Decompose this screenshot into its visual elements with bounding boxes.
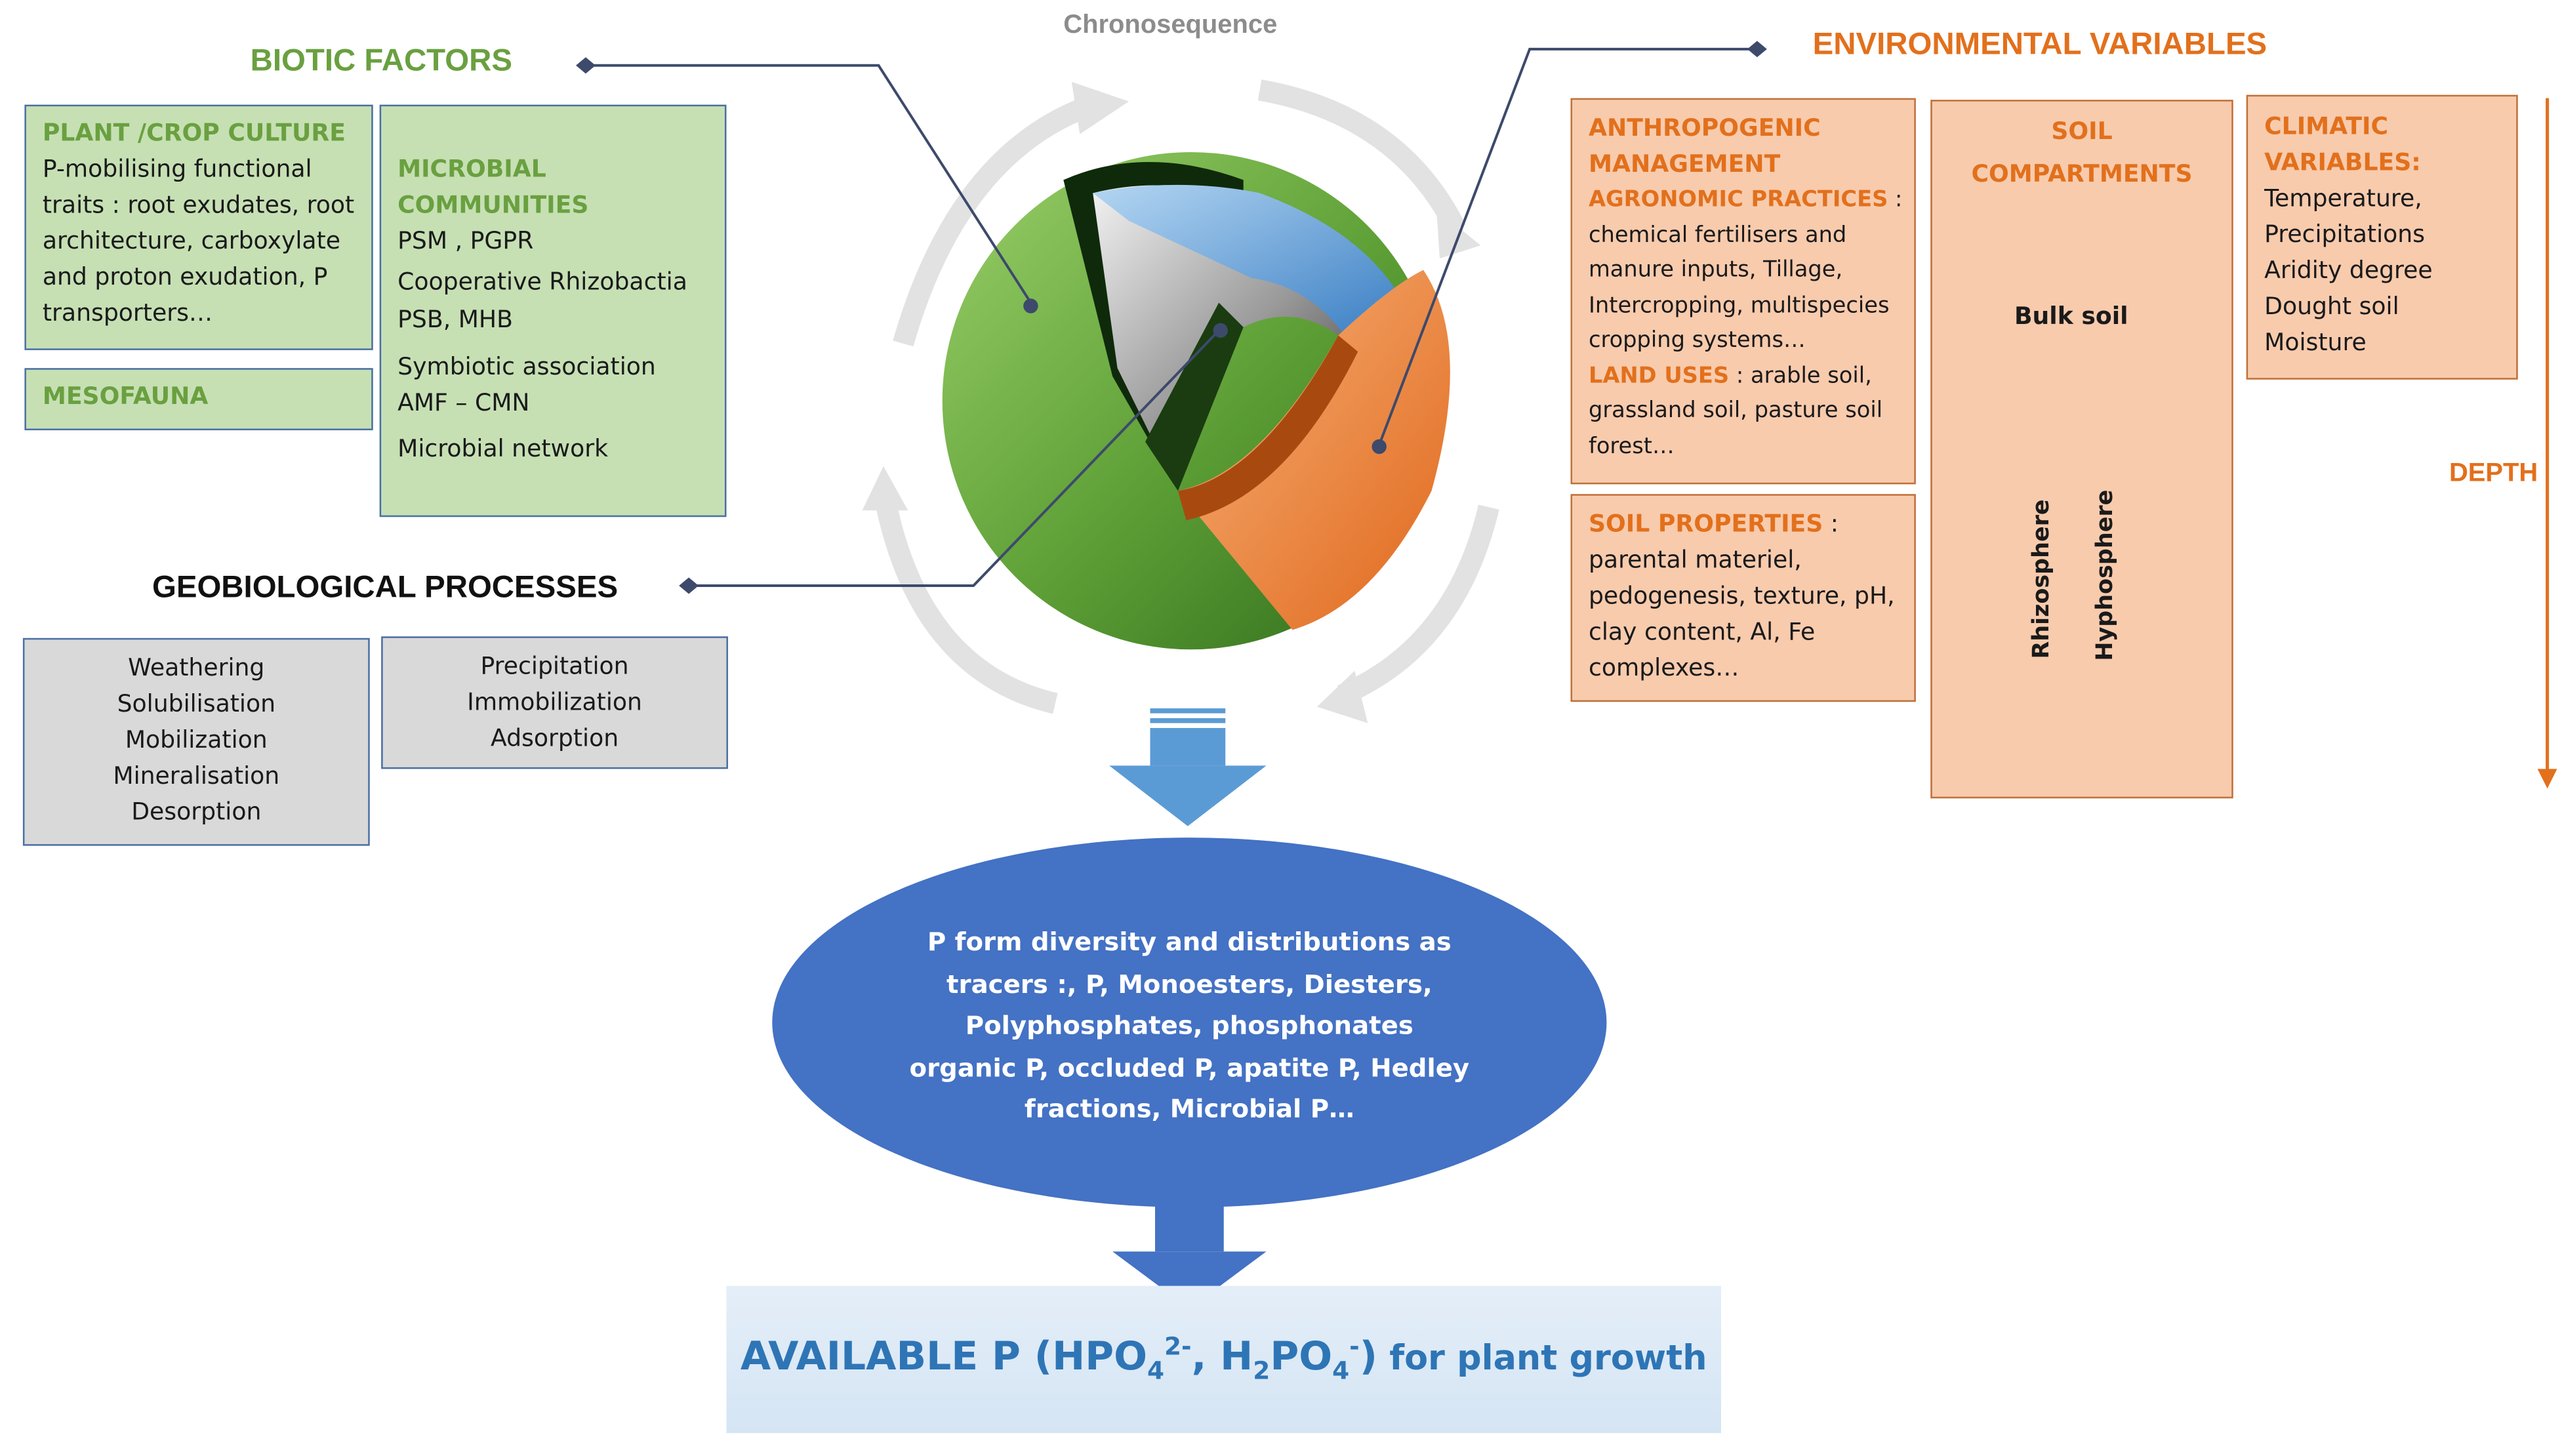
plant-line: P-mobilising functional [42, 157, 312, 184]
microbial-line: Microbial network [397, 437, 609, 463]
geo-process-item: Mineralisation [113, 763, 280, 790]
bulk-soil-label: Bulk soil [2014, 304, 2128, 331]
p-forms-line: tracers :, P, Monoesters, Diesters, [946, 969, 1433, 999]
climatic-line: Moisture [2264, 330, 2367, 357]
soil-properties-box: SOIL PROPERTIES : parental materiel, ped… [1570, 494, 1916, 702]
land-uses-line: forest… [1588, 432, 1675, 459]
agronomic-line: Intercropping, multispecies [1588, 292, 1890, 319]
soil-compartments-heading-2: COMPARTMENTS [1971, 161, 2193, 188]
depth-arrow [2537, 98, 2557, 789]
rhizosphere-label: Rhizosphere [2028, 499, 2055, 659]
sphere [942, 152, 1450, 650]
anthropogenic-heading: ANTHROPOGENIC [1588, 116, 1821, 143]
plant-line: architecture, carboxylate [42, 229, 341, 256]
connectors [584, 47, 1756, 587]
available-p-text: AVAILABLE P (HPO42-, H2PO4-) for plant g… [740, 1331, 1707, 1386]
climatic-line: Precipitations [2264, 222, 2426, 249]
microbial-heading: COMMUNITIES [397, 193, 589, 220]
soil-compartments-heading-1: SOIL [2051, 119, 2113, 146]
soil-compartments-heading: SOIL COMPARTMENTS [1930, 111, 2233, 197]
hyphosphere-label: Hyphosphere [2092, 489, 2119, 661]
land-uses-label: LAND USES [1588, 362, 1730, 389]
biotic-factors-title: BIOTIC FACTORS [250, 44, 512, 79]
geo-process-item: Adsorption [490, 726, 619, 753]
plant-line: and proton exudation, P [42, 265, 328, 292]
depth-label: DEPTH [2449, 459, 2538, 488]
down-arrow-bottom [1112, 1202, 1267, 1309]
plant-line: traits : root exudates, root [42, 193, 355, 220]
microbial-line: Cooperative Rhizobactia [397, 270, 687, 296]
soil-compartments-box [1930, 100, 2233, 799]
geobiological-processes-title: GEOBIOLOGICAL PROCESSES [152, 571, 619, 605]
plant-line: transporters… [42, 300, 213, 327]
land-uses-first: : arable soil, [1729, 362, 1872, 389]
geo-process-item: Desorption [131, 799, 262, 826]
down-arrow-top [1109, 708, 1267, 826]
p-forms-ellipse [772, 838, 1607, 1207]
microbial-line: AMF – CMN [397, 391, 530, 418]
chronosequence-label: Chronosequence [1063, 11, 1278, 39]
geo-process-item: Weathering [128, 656, 265, 683]
microbial-line: PSB, MHB [397, 307, 513, 334]
microbial-line: Symbiotic association [397, 355, 656, 382]
soil-property-line: pedogenesis, texture, pH, [1588, 584, 1895, 611]
geo-process-item: Immobilization [467, 690, 642, 717]
agronomic-practices-label: AGRONOMIC PRACTICES [1588, 186, 1888, 213]
soil-properties-label: SOIL PROPERTIES [1588, 512, 1823, 538]
p-forms-line: fractions, Microbial P… [1024, 1094, 1354, 1124]
microbial-line: PSM , PGPR [397, 229, 534, 256]
climatic-line: Dought soil [2264, 294, 2399, 321]
p-forms-line: Polyphosphates, phosphonates [965, 1011, 1413, 1041]
agronomic-line: cropping systems… [1588, 327, 1806, 354]
soil-property-line: complexes… [1588, 656, 1739, 683]
plant-crop-heading: PLANT /CROP CULTURE [42, 121, 346, 148]
climatic-variables-box: CLIMATIC VARIABLES: Temperature, Precipi… [2246, 94, 2518, 380]
microbial-communities-box: MICROBIAL COMMUNITIES PSM , PGPR Coopera… [379, 104, 727, 517]
agronomic-line: chemical fertilisers and [1588, 221, 1847, 248]
plant-crop-box: PLANT /CROP CULTURE P-mobilising functio… [24, 104, 373, 350]
microbial-heading: MICROBIAL [397, 157, 546, 184]
climatic-line: Temperature, [2264, 186, 2422, 213]
available-p-box [726, 1285, 1722, 1434]
agronomic-line: manure inputs, Tillage, [1588, 256, 1843, 283]
geo-processes-right-box: Precipitation Immobilization Adsorption [381, 636, 728, 769]
p-forms-line: P form diversity and distributions as [927, 927, 1452, 958]
climatic-heading: VARIABLES: [2264, 150, 2421, 177]
environmental-variables-title: ENVIRONMENTAL VARIABLES [1812, 28, 2267, 62]
mesofauna-label: MESOFAUNA [42, 384, 209, 411]
geo-process-item: Precipitation [480, 654, 629, 681]
land-uses-line: grassland soil, pasture soil [1588, 397, 1883, 424]
geo-processes-left-box: Weathering Solubilisation Mobilization M… [22, 637, 370, 846]
soil-properties-colon: : [1823, 512, 1839, 538]
climatic-line: Aridity degree [2264, 258, 2433, 285]
agronomic-colon: : [1888, 186, 1903, 213]
soil-property-line: clay content, Al, Fe [1588, 620, 1816, 647]
anthropogenic-box: ANTHROPOGENIC MANAGEMENT AGRONOMIC PRACT… [1570, 98, 1916, 485]
cycle-arrows [872, 79, 1499, 714]
p-forms-text: P form diversity and distributions as tr… [862, 923, 1516, 1131]
p-forms-line: organic P, occluded P, apatite P, Hedley [909, 1053, 1470, 1083]
soil-property-line: parental materiel, [1588, 548, 1802, 575]
geo-process-item: Solubilisation [117, 692, 276, 719]
anthropogenic-heading: MANAGEMENT [1588, 151, 1781, 178]
climatic-heading: CLIMATIC [2264, 114, 2389, 141]
geo-process-item: Mobilization [125, 728, 268, 754]
mesofauna-box: MESOFAUNA [24, 368, 373, 431]
